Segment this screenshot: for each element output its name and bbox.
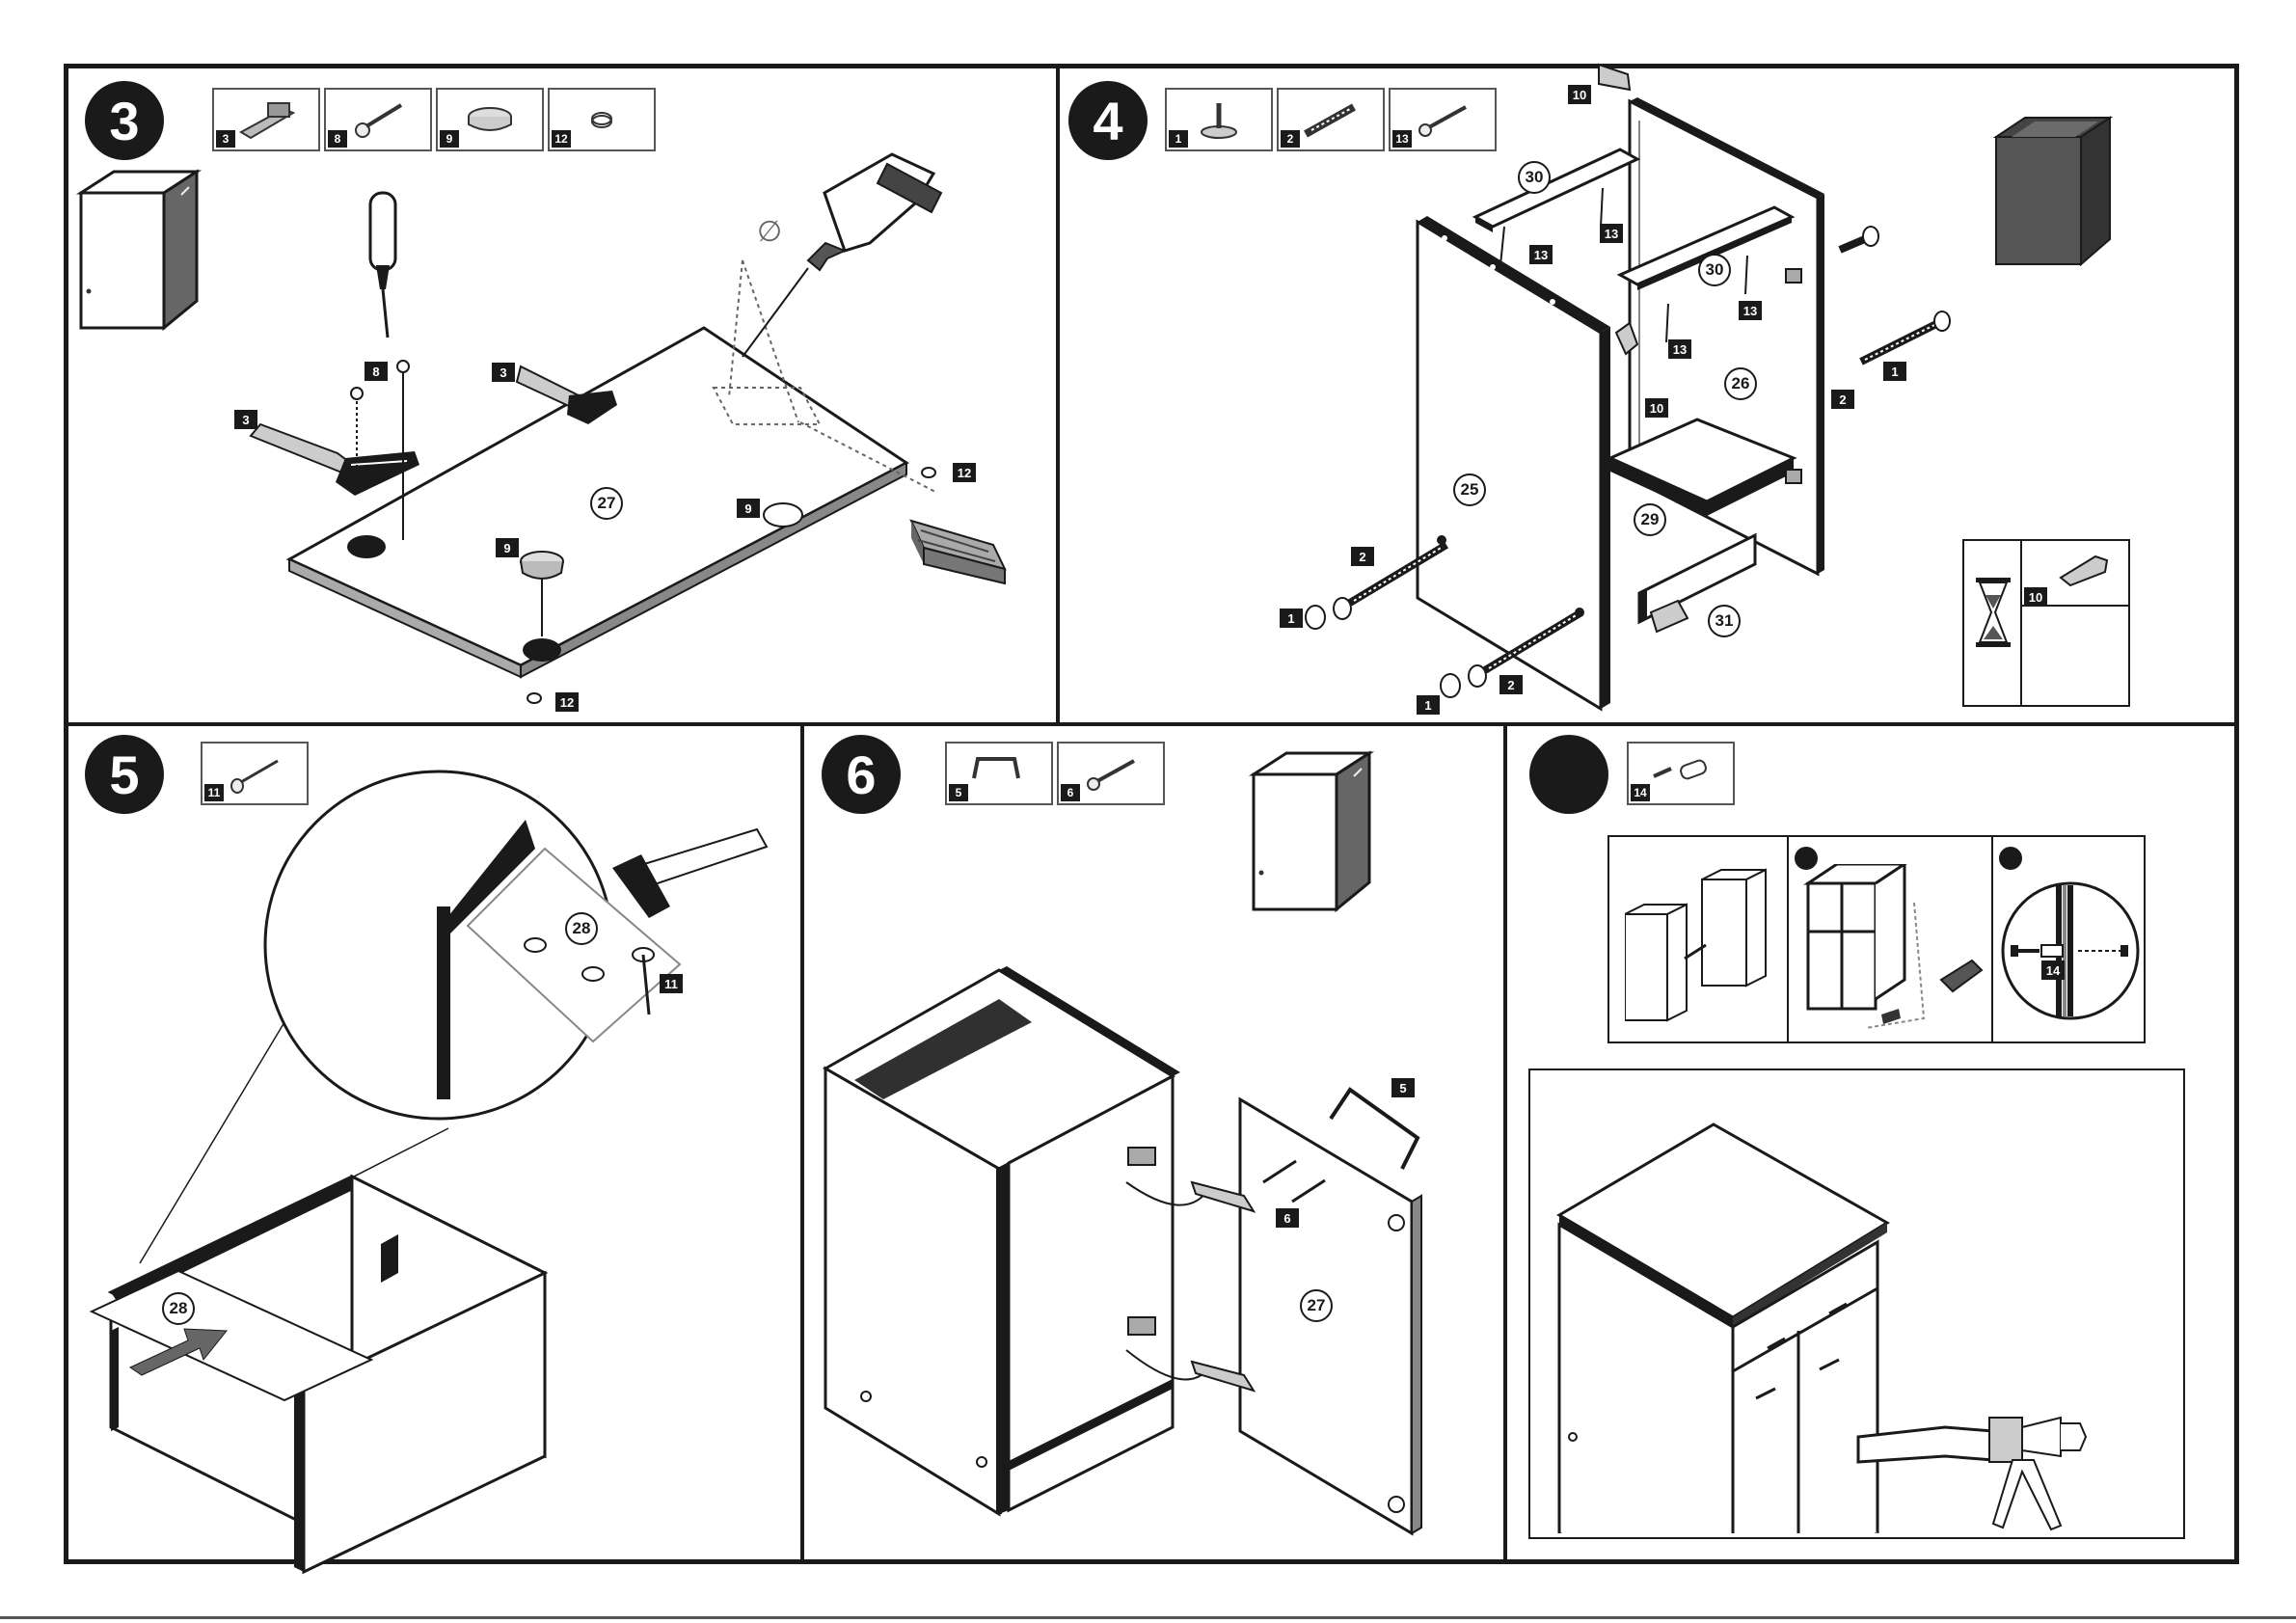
- step-7-badge: [1529, 735, 1608, 814]
- part-number: 6: [1061, 784, 1080, 801]
- row-divider: [64, 722, 2239, 726]
- step-3-label: 3: [492, 363, 515, 382]
- step-4-label: 1: [1883, 362, 1906, 381]
- part-handle-screw: 6: [1057, 742, 1165, 805]
- two-cabinets-icon: [1625, 866, 1769, 1030]
- part-connector: 14: [1627, 742, 1735, 805]
- step-4-part-circle: 31: [1708, 605, 1741, 637]
- step-5-illustration: [92, 791, 786, 1543]
- step-6-part-circle: 27: [1300, 1289, 1333, 1322]
- step-3-label: 12: [953, 463, 976, 482]
- connector-icon: [1648, 749, 1715, 798]
- cabinets-drill-icon: [1798, 864, 1987, 1038]
- step-4-label: 13: [1739, 301, 1762, 320]
- step-3-illustration: [280, 183, 1032, 714]
- reference-cabinet-icon: [77, 166, 203, 339]
- screw-icon: [345, 95, 413, 144]
- part-screw: 8: [324, 88, 432, 151]
- screw-icon: [1078, 749, 1146, 798]
- step-4-part-circle: 25: [1453, 473, 1486, 506]
- step-6-parts-strip: 5 6: [945, 742, 1165, 805]
- part-cap: 9: [436, 88, 544, 151]
- part-handle: 5: [945, 742, 1053, 805]
- step-4-label: 2: [1499, 675, 1523, 694]
- hammer-icon: [612, 829, 767, 918]
- handle-icon: [966, 749, 1034, 798]
- step-5-label: 11: [660, 974, 683, 993]
- part-number: 8: [328, 130, 347, 148]
- drying-time-legend: 10: [1962, 539, 2130, 707]
- step-5-part-circle: 28: [565, 912, 598, 945]
- screwdriver-icon: [370, 193, 395, 338]
- step-4-label: 2: [1831, 390, 1854, 409]
- reference-carcass-icon: [1990, 114, 2116, 278]
- step-3-label: 8: [365, 362, 388, 381]
- step-4-part-circle: 30: [1518, 161, 1551, 194]
- step-4-label: 10: [1645, 398, 1668, 418]
- reference-cabinet-icon: [1250, 747, 1375, 921]
- part-number: 9: [440, 130, 459, 148]
- step-6-badge: 6: [822, 735, 901, 814]
- hourglass-icon: [1972, 576, 2014, 649]
- step-7-label: 14: [2041, 960, 2065, 980]
- finished-cabinet-icon: [1540, 1090, 2176, 1533]
- connection-sub-frames: 14: [1607, 835, 2146, 1043]
- drill-diameter-symbol: ∅: [757, 215, 782, 249]
- step-3-label: 9: [496, 538, 519, 557]
- glue-tube-icon: [2057, 549, 2115, 587]
- part-hinge: 3: [212, 88, 320, 151]
- part-number: 3: [216, 130, 235, 148]
- part-bumper: 12: [548, 88, 656, 151]
- step-4-label: 13: [1529, 245, 1553, 264]
- step-4-part-circle: 29: [1634, 503, 1666, 536]
- part-number: 14: [1631, 784, 1650, 801]
- step-6-label: 5: [1391, 1078, 1415, 1097]
- step-6-label: 6: [1276, 1208, 1299, 1228]
- part-number: 1: [1169, 130, 1188, 148]
- step-3-part-circle: 27: [590, 487, 623, 520]
- leveling-foot-icon: [1186, 95, 1254, 144]
- step-4-label: 10: [1568, 85, 1591, 104]
- step-4-part-circle: 26: [1724, 367, 1757, 400]
- step-3-parts-strip: 3 8 9 12: [212, 88, 656, 151]
- step-4-label: 10: [2024, 587, 2047, 607]
- cap-icon: [457, 95, 525, 144]
- step-3-label: 3: [234, 410, 257, 429]
- step-4-illustration: [1273, 92, 1967, 718]
- column-divider-bottom-left: [800, 724, 804, 1564]
- drill-icon: [743, 154, 941, 357]
- step-4-label: 1: [1280, 609, 1303, 628]
- step-4-part-circle: 30: [1698, 254, 1731, 286]
- step-4-label: 13: [1600, 224, 1623, 243]
- step-3-label: 12: [555, 692, 579, 712]
- column-divider-top: [1056, 64, 1060, 724]
- step-4-label: 2: [1351, 547, 1374, 566]
- column-divider-bottom-right: [1503, 724, 1507, 1564]
- step-4-label: 13: [1668, 339, 1691, 359]
- step-6-illustration: [820, 964, 1495, 1543]
- hinge-icon: [233, 95, 301, 144]
- part-number: 5: [949, 784, 968, 801]
- step-3-badge: 3: [85, 81, 164, 160]
- step-4-label: 1: [1417, 695, 1440, 715]
- caulk-gun-icon: [1858, 1418, 2086, 1529]
- step-7-parts-strip: 14: [1627, 742, 1735, 805]
- step-3-label: 9: [737, 499, 760, 518]
- part-leveling-foot: 1: [1165, 88, 1273, 151]
- step-5-part-circle: 28: [162, 1292, 195, 1325]
- part-number: 12: [552, 130, 571, 148]
- footer-rule: [0, 1616, 2296, 1619]
- connector-detail-icon: [2001, 866, 2146, 1036]
- bumper-icon: [569, 95, 636, 144]
- sealing-frame: [1528, 1068, 2185, 1539]
- step-4-badge: 4: [1068, 81, 1148, 160]
